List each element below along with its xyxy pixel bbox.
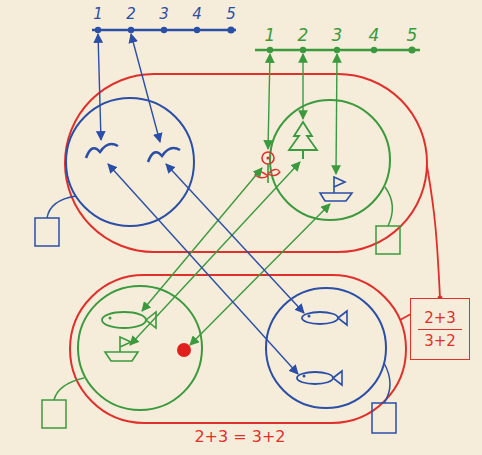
tree-trunk xyxy=(302,150,304,159)
correspondence-arrow xyxy=(108,164,298,374)
fish-eye xyxy=(308,315,311,318)
number-point xyxy=(227,26,234,33)
blue-number-line xyxy=(92,26,236,33)
number-label: 4 xyxy=(192,6,202,23)
number-point xyxy=(300,47,306,53)
fish-body xyxy=(102,312,146,328)
set-circle xyxy=(78,286,202,410)
set-circle xyxy=(270,100,390,220)
correspondence-arrow xyxy=(336,54,337,174)
green-number-line xyxy=(255,46,420,53)
flower-head xyxy=(262,152,274,164)
number-label: 5 xyxy=(226,6,236,23)
fraction-bar xyxy=(418,329,462,330)
number-point xyxy=(128,27,134,33)
empty-square xyxy=(35,218,59,246)
flower-leaves xyxy=(255,169,280,177)
number-point xyxy=(194,27,200,33)
number-label: 5 xyxy=(407,26,418,45)
correspondence-arrow xyxy=(190,204,330,345)
leader-line xyxy=(47,196,76,218)
fish-tail xyxy=(333,371,342,385)
number-label: 1 xyxy=(265,26,276,45)
denominator-text: 3+2 xyxy=(424,332,456,350)
bird-icon xyxy=(86,144,118,158)
leader-line xyxy=(384,363,390,403)
equation-label: 2+3 = 3+2 xyxy=(194,428,285,446)
boat-sail xyxy=(334,177,345,193)
number-point xyxy=(408,46,415,53)
empty-square xyxy=(372,403,396,433)
number-label: 3 xyxy=(159,6,169,23)
boat-icon xyxy=(320,177,352,201)
correspondence-arrow xyxy=(131,34,160,142)
number-label: 2 xyxy=(126,6,136,23)
leader-line xyxy=(54,378,84,400)
apple-icon xyxy=(177,343,191,357)
correspondence-arrow xyxy=(166,164,304,313)
number-label: 3 xyxy=(332,26,343,45)
correspondence-arrow xyxy=(302,54,303,119)
leader-line xyxy=(427,166,440,298)
fish-eye xyxy=(303,375,306,378)
sum-box: 2+33+2 xyxy=(410,298,470,360)
boat-hull xyxy=(320,193,352,201)
bird-icon xyxy=(148,148,180,162)
boat-hull xyxy=(105,352,138,361)
flower-icon xyxy=(255,152,280,183)
flower-center xyxy=(266,156,269,159)
correspondence-arrow xyxy=(142,168,262,311)
number-point xyxy=(371,47,377,53)
tree-crown xyxy=(289,122,317,150)
leader-line xyxy=(385,187,392,226)
fish-eye xyxy=(109,317,112,320)
correspondence-arrow xyxy=(130,162,300,345)
number-label: 2 xyxy=(298,26,309,45)
number-point xyxy=(267,47,273,53)
set-circle xyxy=(66,98,194,226)
tree-icon xyxy=(289,122,317,159)
boat-sail xyxy=(120,337,131,352)
fish-tail xyxy=(338,311,347,325)
fish-icon xyxy=(297,371,342,385)
number-point xyxy=(334,47,340,53)
number-label: 4 xyxy=(369,26,380,45)
fish-body xyxy=(297,372,333,384)
empty-square xyxy=(376,226,400,254)
numerator-text: 2+3 xyxy=(424,309,456,327)
set-circle xyxy=(266,288,386,408)
fish-body xyxy=(302,312,338,324)
union-outline xyxy=(65,74,427,252)
number-point xyxy=(161,27,167,33)
correspondence-arrow xyxy=(268,54,270,149)
boat-icon xyxy=(105,337,138,361)
fish-icon xyxy=(302,311,347,325)
correspondence-arrow xyxy=(98,34,101,140)
empty-square xyxy=(42,400,66,428)
number-point xyxy=(95,27,101,33)
number-label: 1 xyxy=(93,6,103,23)
